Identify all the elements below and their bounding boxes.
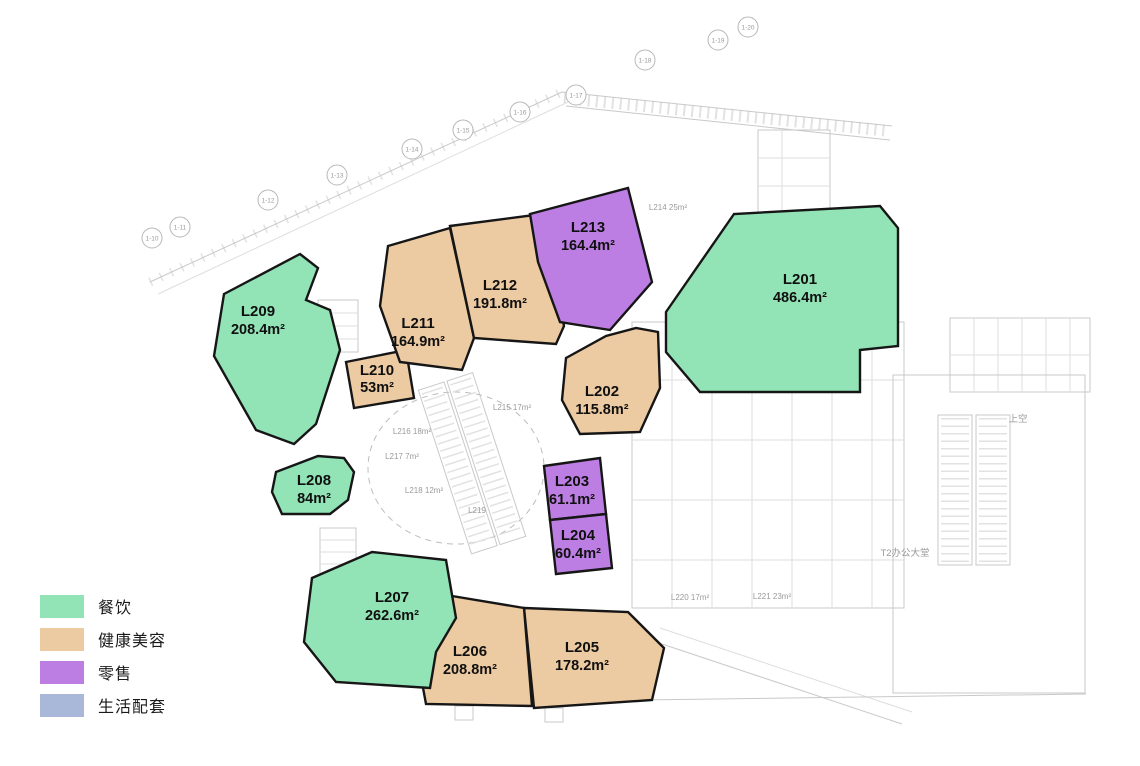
svg-text:1-13: 1-13 [330,173,343,180]
svg-text:1-15: 1-15 [456,128,469,135]
legend-swatch-health-beauty [40,627,84,651]
faint-label: L219 [468,506,486,515]
svg-text:1-12: 1-12 [261,198,274,205]
faint-label: L215 17m² [493,403,532,412]
grid-bubble: 1-19 [707,29,729,51]
legend-item-retail: 零售 [40,660,166,684]
svg-text:1-19: 1-19 [711,38,724,45]
svg-text:1-11: 1-11 [174,225,187,232]
legend-label: 生活配套 [98,699,167,716]
faint-labels: L214 25m² L215 17m² L216 18m² L217 7m² L… [385,203,1027,602]
faint-label: 上空 [1008,413,1027,425]
legend-item-dining: 餐饮 [40,594,166,618]
legend: 餐饮 健康美容 零售 生活配套 [40,594,166,717]
grid-bubble: 1-20 [737,16,759,38]
legend-swatch-lifestyle [40,693,84,717]
svg-text:1-10: 1-10 [145,236,158,243]
grid-bubble: 1-16 [509,101,531,123]
legend-label: 餐饮 [98,600,133,617]
faint-label: L214 25m² [649,203,688,212]
grid-bubble: 1-10 [141,227,163,249]
legend-label: 健康美容 [98,633,167,650]
grid-bubble: 1-15 [452,119,474,141]
svg-text:1-18: 1-18 [638,58,651,65]
grid-bubbles: 1-10 1-11 1-12 1-13 1-14 1-15 1-16 1-17 … [141,16,759,249]
legend-label: 零售 [98,666,133,683]
grid-bubble: 1-17 [565,84,587,106]
faint-label: L216 18m² [393,427,432,436]
legend-item-health-beauty: 健康美容 [40,627,166,651]
faint-label: L218 12m² [405,486,444,495]
svg-text:1-14: 1-14 [405,147,418,154]
grid-bubble: 1-14 [401,138,423,160]
grid-bubble: 1-12 [257,189,279,211]
faint-label: L220 17m² [671,593,710,602]
svg-text:1-17: 1-17 [569,93,582,100]
grid-bubble: 1-18 [634,49,656,71]
faint-label: L221 23m² [753,592,792,601]
faint-label: T2办公大堂 [880,547,929,559]
floorplan-background [148,87,1091,725]
svg-text:1-16: 1-16 [513,110,526,117]
grid-bubble: 1-11 [169,216,191,238]
svg-text:1-20: 1-20 [741,25,754,32]
legend-item-lifestyle: 生活配套 [40,693,166,717]
legend-swatch-retail [40,660,84,684]
grid-bubble: 1-13 [326,164,348,186]
legend-swatch-dining [40,594,84,618]
faint-label: L217 7m² [385,452,419,461]
